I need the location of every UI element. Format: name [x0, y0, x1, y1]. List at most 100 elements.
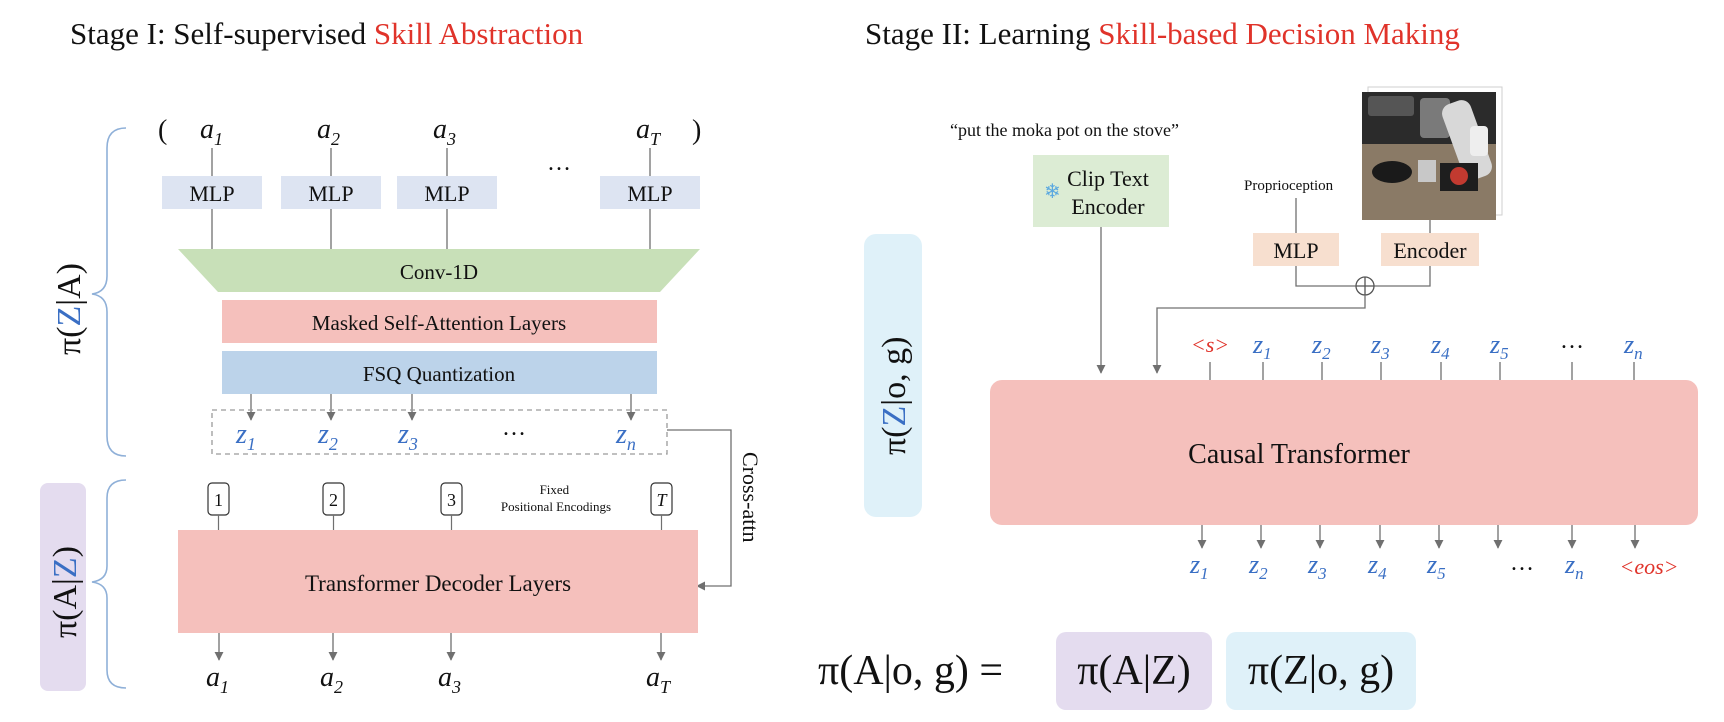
fsq-output-arrows — [246, 394, 636, 421]
svg-text:MLP: MLP — [308, 181, 353, 206]
equation-lhs: π(A|o, g) = — [818, 648, 1003, 694]
mlp-block: MLP — [600, 176, 700, 209]
start-token: <s> — [1191, 332, 1229, 357]
positional-encodings-label: Fixed Positional Encodings — [501, 482, 611, 514]
svg-text:Encoder: Encoder — [1393, 238, 1467, 263]
cross-attention-arrow — [667, 429, 732, 591]
action-output: a3 — [438, 662, 461, 697]
skill-code: z3 — [397, 419, 418, 454]
action-output: aT — [646, 662, 672, 697]
svg-text:2: 2 — [329, 490, 338, 510]
image-encoder-block: Encoder — [1381, 233, 1479, 266]
skill-code-box — [211, 409, 668, 455]
svg-text:MLP: MLP — [1273, 238, 1318, 263]
output-token: z2 — [1248, 550, 1268, 583]
svg-text:MLP: MLP — [189, 181, 234, 206]
input-token: z2 — [1311, 330, 1331, 363]
input-connectors — [211, 148, 651, 176]
output-token: zn — [1564, 550, 1584, 583]
stage2-title-prefix: Stage II: Learning — [865, 16, 1098, 51]
input-token: z3 — [1370, 330, 1390, 363]
output-token: z5 — [1426, 550, 1446, 583]
svg-text:Causal Transformer: Causal Transformer — [1188, 439, 1410, 470]
input-open-paren: ( — [158, 115, 167, 146]
input-token: z1 — [1252, 330, 1272, 363]
svg-text:MLP: MLP — [627, 181, 672, 206]
equation-term1: π(A|Z) — [1077, 648, 1191, 694]
equation-term2-background — [1226, 632, 1416, 710]
snowflake-icon: ❄ — [1044, 181, 1061, 203]
decoder-brace-label: π(A|Z) — [47, 546, 84, 638]
decoder-brace — [91, 479, 127, 689]
policy-decomposition-equation: π(A|o, g) = π(A|Z) π(Z|o, g) — [818, 632, 1416, 710]
svg-text:z2: z2 — [317, 419, 338, 454]
action-output: a1 — [206, 662, 229, 697]
stage1-panel: Stage I: Self-supervised Skill Abstracti… — [40, 16, 763, 697]
skill-code: z2 — [317, 419, 338, 454]
output-token: z1 — [1189, 550, 1209, 583]
svg-text:Transformer Decoder Layers: Transformer Decoder Layers — [305, 571, 571, 596]
transformer-output-arrows — [1197, 525, 1640, 549]
concat-sum-icon — [1355, 276, 1375, 296]
mlp-block: MLP — [281, 176, 381, 209]
observation-to-transformer-arrow — [1152, 295, 1366, 374]
svg-text:3: 3 — [447, 490, 456, 510]
input-token: zn — [1623, 330, 1643, 363]
equation-term2: π(Z|o, g) — [1248, 648, 1394, 694]
ellipsis: … — [502, 415, 526, 441]
ellipsis: … — [1560, 328, 1584, 354]
stage2-title: Stage II: Learning Skill-based Decision … — [865, 16, 1460, 51]
equation-term1-background — [1056, 632, 1212, 710]
proprio-merge-line — [1295, 266, 1356, 287]
action-output: a2 — [320, 662, 343, 697]
svg-text:Masked Self-Attention Layers: Masked Self-Attention Layers — [312, 311, 566, 335]
positional-encoding-token: 1 — [207, 482, 230, 531]
svg-text:Encoder: Encoder — [1071, 194, 1145, 219]
stage1-title: Stage I: Self-supervised Skill Abstracti… — [70, 16, 584, 51]
policy-label-background — [864, 234, 922, 517]
svg-text:FSQ Quantization: FSQ Quantization — [363, 362, 516, 386]
stage2-panel: Stage II: Learning Skill-based Decision … — [818, 16, 1698, 710]
masked-attention-block: Masked Self-Attention Layers — [222, 300, 657, 343]
mlp-connectors — [211, 209, 651, 249]
action-input: a1 — [200, 114, 223, 149]
proprioception-label: Proprioception — [1244, 178, 1334, 194]
skill-code: z1 — [235, 419, 256, 454]
action-input: a2 — [317, 114, 340, 149]
positional-encoding-token: 3 — [440, 482, 463, 531]
robot-scene-image — [1362, 86, 1503, 220]
language-instruction: “put the moka pot on the stove” — [950, 120, 1179, 140]
mlp-block: MLP — [397, 176, 497, 209]
svg-text:z1: z1 — [235, 419, 256, 454]
action-input: a3 — [433, 114, 456, 149]
svg-text:1: 1 — [214, 490, 223, 510]
image-merge-line — [1374, 266, 1431, 287]
svg-text:T: T — [656, 490, 668, 510]
mlp-block: MLP — [162, 176, 262, 209]
svg-text:Conv-1D: Conv-1D — [400, 260, 478, 284]
cross-attn-label: Cross-attn — [738, 452, 763, 542]
stage1-title-highlight: Skill Abstraction — [374, 16, 584, 51]
stage1-title-prefix: Stage I: Self-supervised — [70, 16, 374, 51]
policy-label: π(Z|o, g) — [876, 337, 913, 455]
svg-text:Clip Text: Clip Text — [1067, 166, 1149, 191]
ellipsis: … — [547, 150, 571, 176]
svg-text:MLP: MLP — [424, 181, 469, 206]
stage2-title-highlight: Skill-based Decision Making — [1098, 16, 1460, 51]
output-token: z4 — [1367, 550, 1387, 583]
svg-text:z3: z3 — [397, 419, 418, 454]
positional-encoding-token: 2 — [322, 482, 345, 531]
end-token: <eos> — [1619, 554, 1678, 579]
ellipsis: … — [1510, 550, 1534, 576]
decoder-label-background — [40, 483, 86, 691]
causal-transformer-block: Causal Transformer — [990, 380, 1698, 525]
svg-text:zn: zn — [615, 419, 636, 454]
output-token: z3 — [1307, 550, 1327, 583]
transformer-decoder-block: Transformer Decoder Layers — [178, 530, 698, 633]
input-token: z4 — [1430, 330, 1450, 363]
skill-code: zn — [615, 419, 636, 454]
clip-text-encoder-block: ❄ Clip Text Encoder — [1033, 155, 1169, 227]
conv1d-block: Conv-1D — [178, 249, 700, 292]
input-token: z5 — [1489, 330, 1509, 363]
